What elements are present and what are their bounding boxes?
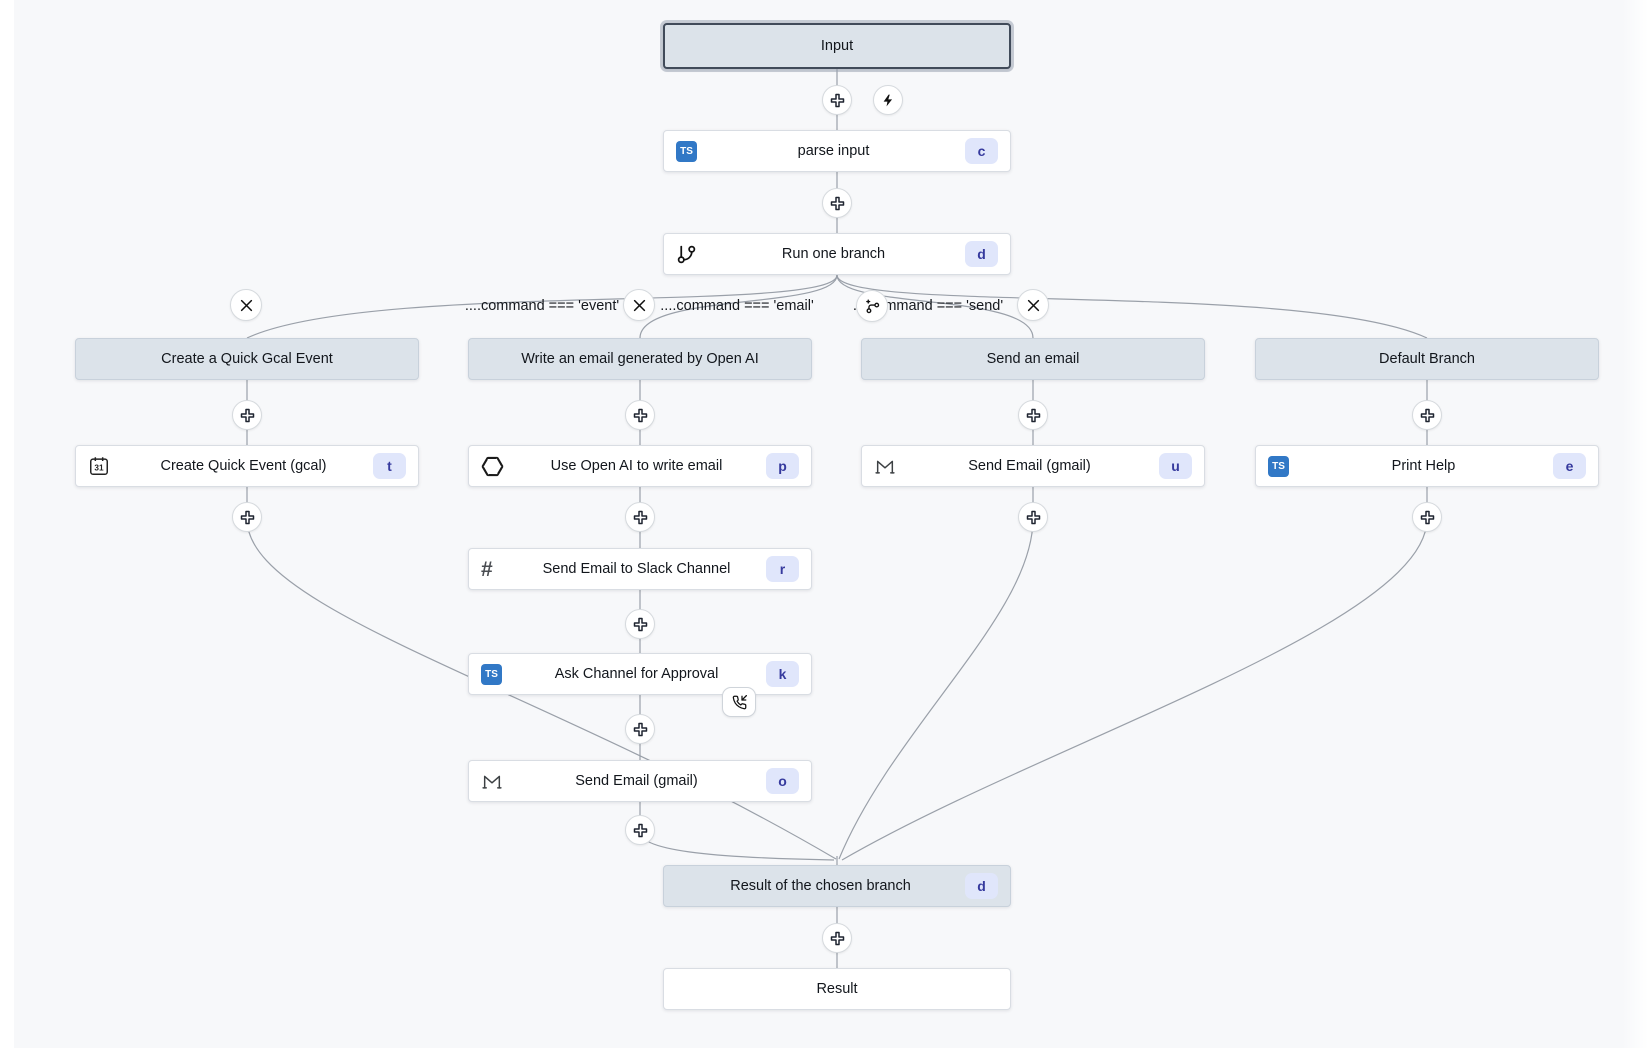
- plus-icon: [633, 722, 647, 736]
- step-id-badge: o: [766, 768, 799, 794]
- step-send-email-gmail-u[interactable]: Send Email (gmail) u: [861, 445, 1205, 487]
- calendar-icon: 31: [88, 455, 114, 477]
- plus-icon: [1026, 510, 1040, 524]
- delete-branch-button[interactable]: [623, 289, 655, 321]
- insert-step-button[interactable]: [625, 815, 655, 845]
- insert-step-button[interactable]: [625, 609, 655, 639]
- insert-step-button[interactable]: [625, 714, 655, 744]
- branch-header-label: Send an email: [986, 351, 1080, 367]
- lightning-bolt-icon: [883, 94, 893, 106]
- plus-icon: [633, 617, 647, 631]
- plus-icon: [240, 510, 254, 524]
- input-node[interactable]: Input: [663, 23, 1011, 69]
- branch-header-label: Default Branch: [1379, 351, 1475, 367]
- branch-condition-label-email: ....command === 'email': [660, 298, 814, 314]
- step-use-openai[interactable]: Use Open AI to write email p: [468, 445, 812, 487]
- insert-step-button[interactable]: [822, 85, 852, 115]
- insert-step-button[interactable]: [822, 923, 852, 953]
- result-of-branch-label: Result of the chosen branch: [730, 878, 911, 894]
- step-send-email-slack[interactable]: # Send Email to Slack Channel r: [468, 548, 812, 590]
- step-id-badge: r: [766, 556, 799, 582]
- git-branch-icon: [676, 244, 702, 265]
- delete-branch-button[interactable]: [230, 289, 262, 321]
- insert-step-button[interactable]: [1018, 400, 1048, 430]
- plus-icon: [830, 93, 844, 107]
- trigger-button[interactable]: [873, 85, 903, 115]
- canvas-left-gutter: [0, 0, 14, 1048]
- result-of-branch-node[interactable]: Result of the chosen branch d: [663, 865, 1011, 907]
- result-node[interactable]: Result: [663, 968, 1011, 1010]
- step-id-badge: k: [766, 661, 799, 687]
- step-id-badge: e: [1553, 453, 1586, 479]
- step-id-badge: c: [965, 138, 998, 164]
- step-label: Send Email to Slack Channel: [542, 561, 731, 577]
- step-label: Use Open AI to write email: [550, 458, 723, 474]
- branch-plus-icon: [865, 298, 879, 313]
- branch-header-openai[interactable]: Write an email generated by Open AI: [468, 338, 812, 380]
- plus-icon: [1420, 408, 1434, 422]
- branch-header-send-email[interactable]: Send an email: [861, 338, 1205, 380]
- parse-input-node[interactable]: TS parse input c: [663, 130, 1011, 172]
- step-id-badge: t: [373, 453, 406, 479]
- slack-icon: #: [481, 557, 493, 581]
- branch-condition-label-event: ....command === 'event': [464, 298, 620, 314]
- suspend-approval-indicator: [722, 687, 756, 717]
- branch-header-label: Create a Quick Gcal Event: [161, 351, 333, 367]
- branch-condition-label-send: ....command === 'send': [852, 298, 1004, 314]
- step-label: Send Email (gmail): [575, 773, 698, 789]
- branch-header-label: Write an email generated by Open AI: [521, 351, 759, 367]
- close-icon: [1027, 299, 1039, 311]
- step-label: Print Help: [1391, 458, 1456, 474]
- branch-header-default[interactable]: Default Branch: [1255, 338, 1599, 380]
- plus-icon: [633, 408, 647, 422]
- plus-icon: [830, 196, 844, 210]
- result-label: Result: [816, 981, 858, 997]
- plus-icon: [240, 408, 254, 422]
- branch-header-gcal[interactable]: Create a Quick Gcal Event: [75, 338, 419, 380]
- step-label: Create Quick Event (gcal): [160, 458, 327, 474]
- run-one-branch-node[interactable]: Run one branch d: [663, 233, 1011, 275]
- step-id-badge: d: [965, 873, 998, 899]
- close-icon: [240, 299, 252, 311]
- run-one-branch-label: Run one branch: [781, 246, 886, 262]
- delete-branch-button[interactable]: [1017, 289, 1049, 321]
- step-id-badge: u: [1159, 453, 1192, 479]
- insert-step-button[interactable]: [232, 400, 262, 430]
- plus-icon: [1420, 510, 1434, 524]
- insert-step-button[interactable]: [1412, 502, 1442, 532]
- step-print-help[interactable]: TS Print Help e: [1255, 445, 1599, 487]
- step-label: Send Email (gmail): [968, 458, 1091, 474]
- step-ask-channel-approval[interactable]: TS Ask Channel for Approval k: [468, 653, 812, 695]
- parse-input-label: parse input: [797, 143, 870, 159]
- plus-icon: [830, 931, 844, 945]
- plus-icon: [633, 823, 647, 837]
- typescript-icon: TS: [1268, 455, 1294, 477]
- insert-step-button[interactable]: [822, 188, 852, 218]
- step-send-email-gmail-o[interactable]: Send Email (gmail) o: [468, 760, 812, 802]
- insert-step-button[interactable]: [625, 400, 655, 430]
- typescript-icon: TS: [676, 140, 702, 162]
- gmail-icon: [874, 457, 900, 475]
- plus-icon: [633, 510, 647, 524]
- phone-incoming-icon: [732, 694, 747, 709]
- insert-step-button[interactable]: [625, 502, 655, 532]
- canvas-right-fade: [1622, 0, 1648, 1048]
- openai-icon: [481, 455, 507, 478]
- close-icon: [633, 299, 645, 311]
- add-branch-button[interactable]: [856, 290, 888, 322]
- input-node-label: Input: [820, 38, 854, 54]
- step-id-badge: p: [766, 453, 799, 479]
- svg-text:31: 31: [94, 464, 104, 473]
- plus-icon: [1026, 408, 1040, 422]
- insert-step-button[interactable]: [1412, 400, 1442, 430]
- gmail-icon: [481, 772, 507, 790]
- insert-step-button[interactable]: [1018, 502, 1048, 532]
- step-create-quick-event[interactable]: 31 Create Quick Event (gcal) t: [75, 445, 419, 487]
- typescript-icon: TS: [481, 663, 507, 685]
- step-label: Ask Channel for Approval: [554, 666, 719, 682]
- insert-step-button[interactable]: [232, 502, 262, 532]
- step-id-badge: d: [965, 241, 998, 267]
